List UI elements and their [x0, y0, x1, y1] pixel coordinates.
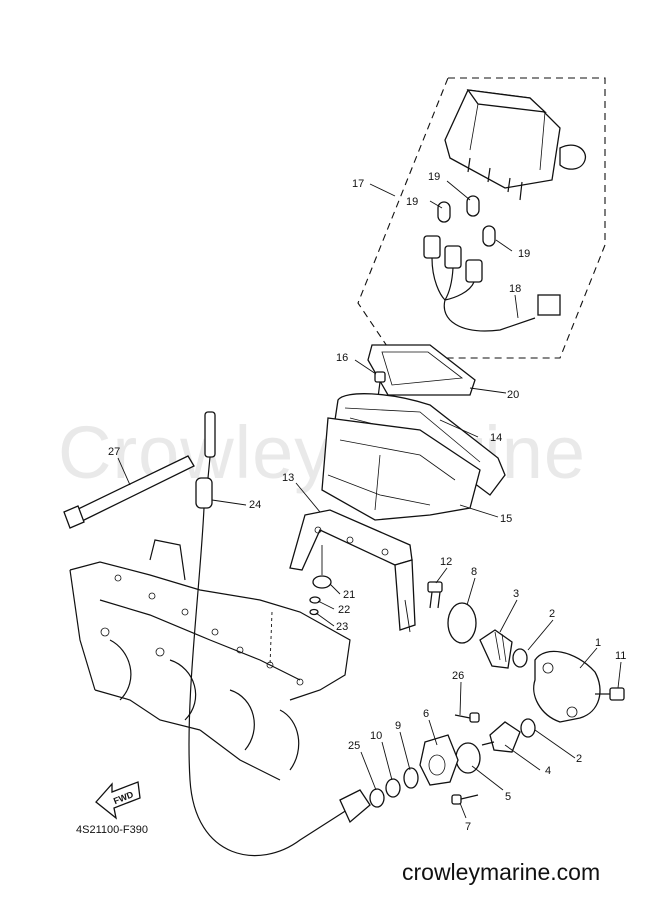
callout-23: 23 [336, 621, 348, 633]
o-ring-25 [369, 788, 385, 808]
meter-unit [444, 89, 587, 201]
callout-14: 14 [490, 432, 502, 444]
engine-frame [69, 539, 351, 781]
meter-cover [367, 344, 476, 396]
assembly-17-boundary [357, 77, 606, 359]
bulb-19-b [466, 195, 480, 217]
wire-harness [423, 235, 561, 332]
bolt-11 [595, 687, 625, 701]
meter-bracket [289, 509, 416, 631]
screw-26 [454, 712, 480, 723]
callout-19-c: 19 [518, 248, 530, 260]
callout-12: 12 [440, 556, 452, 568]
bushing-2-b [520, 718, 536, 738]
washer-9 [403, 767, 419, 789]
callout-2-a: 2 [549, 608, 555, 620]
cable-tie [63, 455, 195, 529]
callout-9: 9 [395, 720, 401, 732]
gear-3 [479, 629, 513, 669]
callout-17: 17 [352, 178, 364, 190]
adapter-6 [419, 734, 459, 786]
gear-housing [533, 650, 601, 723]
collar-22 [309, 596, 321, 604]
callout-3: 3 [513, 588, 519, 600]
callout-25: 25 [348, 740, 360, 752]
gear-4 [481, 721, 521, 753]
grommet-21 [312, 575, 332, 589]
callout-19-a: 19 [428, 171, 440, 183]
screw-7 [451, 794, 479, 805]
callout-11: 11 [615, 650, 626, 662]
callout-24: 24 [249, 499, 261, 511]
callout-26: 26 [452, 670, 464, 682]
callout-20: 20 [507, 389, 519, 401]
callout-18: 18 [509, 283, 521, 295]
callout-1: 1 [595, 637, 601, 649]
bulb-19-a [437, 201, 451, 223]
callout-27: 27 [108, 446, 120, 458]
callout-7: 7 [465, 821, 471, 833]
callout-15: 15 [500, 513, 512, 525]
callout-6: 6 [423, 708, 429, 720]
speedometer-cable [188, 411, 371, 857]
leader-lines [117, 180, 622, 819]
meter-housing [321, 417, 481, 521]
website-label[interactable]: crowleymarine.com [402, 859, 600, 885]
bolt-12 [427, 581, 443, 609]
callout-13: 13 [282, 472, 294, 484]
bulb-19-c [482, 225, 496, 247]
callout-19-b: 19 [406, 196, 418, 208]
o-ring-8 [447, 602, 477, 644]
callout-10: 10 [370, 730, 382, 742]
callout-22: 22 [338, 604, 350, 616]
callout-5: 5 [505, 791, 511, 803]
callout-8: 8 [471, 566, 477, 578]
seal-10 [385, 778, 401, 798]
callout-2-b: 2 [576, 753, 582, 765]
callout-16: 16 [336, 352, 348, 364]
fwd-arrow-icon: FWD [95, 781, 141, 820]
catalog-code: 4S21100-F390 [76, 824, 148, 836]
callout-21: 21 [343, 589, 355, 601]
o-ring-5 [455, 742, 481, 774]
bushing-2-a [512, 648, 528, 668]
callout-4: 4 [545, 765, 551, 777]
